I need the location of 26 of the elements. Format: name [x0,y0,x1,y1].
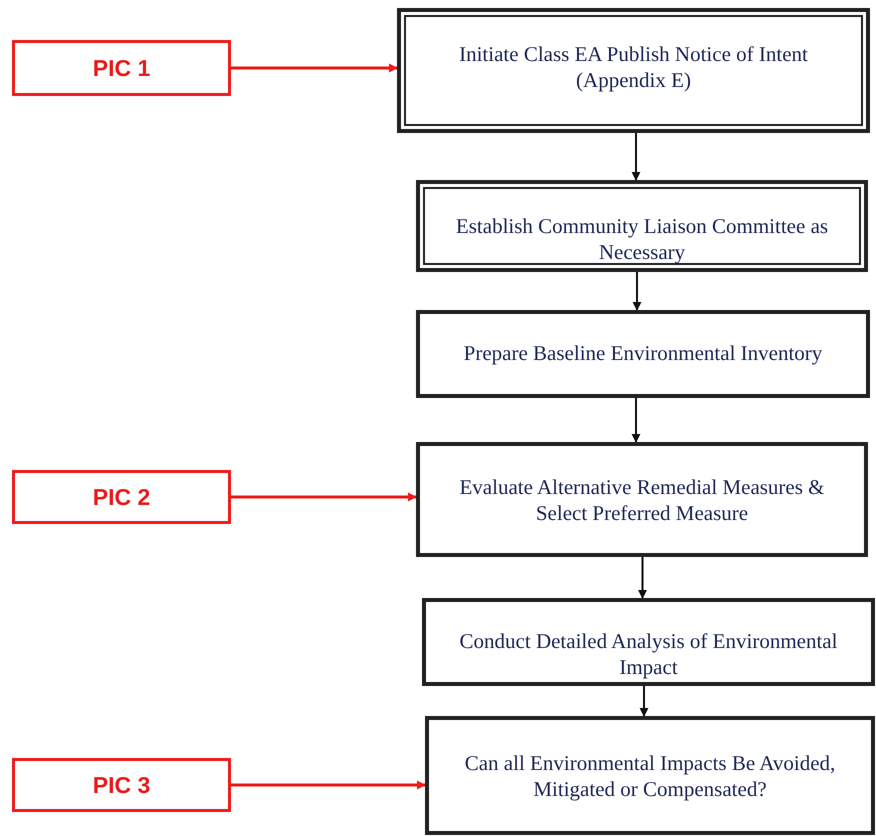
arrow [231,780,426,790]
step-text: Can all Environmental Impacts Be Avoided, Mitigated or Compensated? [464,750,836,802]
arrow [231,64,398,72]
arrow [632,398,640,443]
arrow [632,133,640,181]
process-box [416,442,868,557]
arrow [231,492,417,502]
process-box [422,598,875,686]
label-box [12,470,231,524]
process-box [397,8,870,133]
arrow [632,272,642,311]
process-box [416,310,870,398]
decision-box [425,716,875,835]
process-box [416,180,868,272]
step-text: Conduct Detailed Analysis of Environmental Impact [458,628,838,680]
label-text: PIC 2 [92,482,150,512]
label-text: PIC 1 [92,54,150,83]
step-text: Evaluate Alternative Remedial Measures & Select Preferred Measure [458,474,826,526]
label-text: PIC 3 [92,770,150,800]
step-text: Establish Community Liaison Committee as Necessary [454,213,830,265]
step-text: Prepare Baseline Environmental Inventory [462,340,824,366]
step-text: Initiate Class EA Publish Notice of Intent (Appendix E) [458,41,809,93]
arrow [640,686,648,717]
label-box [12,758,231,812]
label-box [12,40,231,96]
arrow [638,557,647,599]
